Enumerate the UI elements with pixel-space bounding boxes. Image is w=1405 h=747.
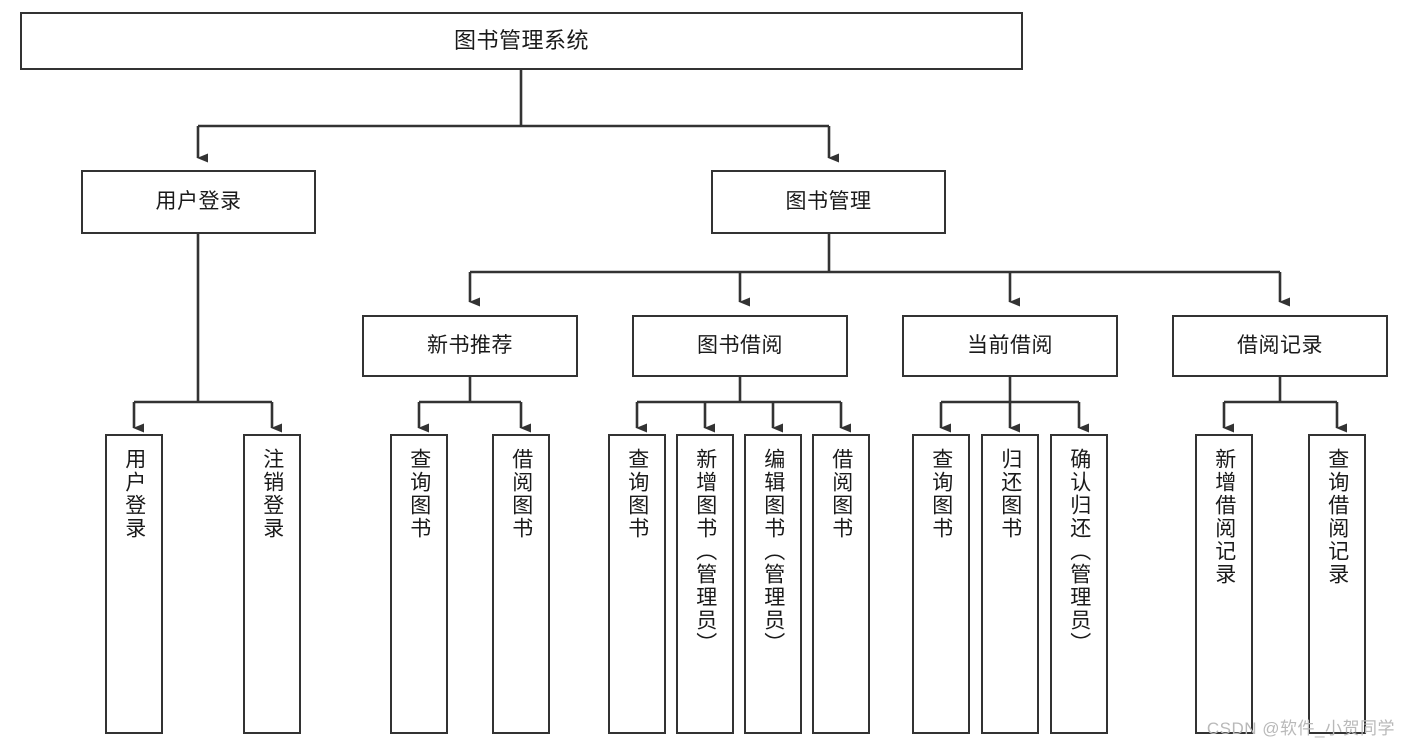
leaf-query-book-recommend[interactable]: 查询图书: [390, 434, 448, 734]
node-label: 用户登录: [122, 448, 146, 540]
node-label: 用户登录: [155, 189, 242, 213]
leaf-return-book[interactable]: 归还图书: [981, 434, 1039, 734]
node-label: 图书管理系统: [453, 28, 589, 54]
node-label: 借阅记录: [1237, 333, 1323, 357]
leaf-query-borrow-record[interactable]: 查询借阅记录: [1308, 434, 1366, 734]
leaf-add-borrow-record[interactable]: 新增借阅记录: [1195, 434, 1253, 734]
leaf-borrow-book[interactable]: 借阅图书: [812, 434, 870, 734]
node-label: 新增借阅记录: [1212, 448, 1236, 586]
node-label: 查询图书: [407, 448, 431, 540]
leaf-user-login[interactable]: 用户登录: [105, 434, 163, 734]
leaf-query-book-borrow[interactable]: 查询图书: [608, 434, 666, 734]
leaf-borrow-book-recommend[interactable]: 借阅图书: [492, 434, 550, 734]
node-book-borrow[interactable]: 图书借阅: [632, 315, 848, 377]
leaf-query-book-current[interactable]: 查询图书: [912, 434, 970, 734]
node-new-book-recommend[interactable]: 新书推荐: [362, 315, 578, 377]
node-label: 查询借阅记录: [1325, 448, 1349, 586]
node-label: 归还图书: [998, 448, 1022, 540]
leaf-add-book[interactable]: 新增图书（管理员）: [676, 434, 734, 734]
leaf-logout-login[interactable]: 注销登录: [243, 434, 301, 734]
leaf-confirm-return[interactable]: 确认归还（管理员）: [1050, 434, 1108, 734]
node-label: 借阅图书: [829, 448, 853, 540]
leaf-edit-book[interactable]: 编辑图书（管理员）: [744, 434, 802, 734]
node-label: 图书借阅: [697, 333, 783, 357]
node-borrow-record[interactable]: 借阅记录: [1172, 315, 1388, 377]
node-book-management[interactable]: 图书管理: [711, 170, 946, 234]
node-label: 借阅图书: [509, 448, 533, 540]
node-label: 查询图书: [625, 448, 649, 540]
node-user-login[interactable]: 用户登录: [81, 170, 316, 234]
node-label: 编辑图书（管理员）: [761, 448, 785, 655]
watermark: CSDN @软件_小贺同学: [1206, 719, 1395, 738]
node-label: 当前借阅: [967, 333, 1053, 357]
node-label: 查询图书: [929, 448, 953, 540]
node-label: 新增图书（管理员）: [693, 448, 717, 655]
node-label: 图书管理: [785, 189, 872, 213]
node-current-borrow[interactable]: 当前借阅: [902, 315, 1118, 377]
node-label: 注销登录: [260, 448, 284, 540]
node-label: 确认归还（管理员）: [1067, 448, 1091, 655]
node-root-book-management-system[interactable]: 图书管理系统: [20, 12, 1023, 70]
node-label: 新书推荐: [427, 333, 513, 357]
